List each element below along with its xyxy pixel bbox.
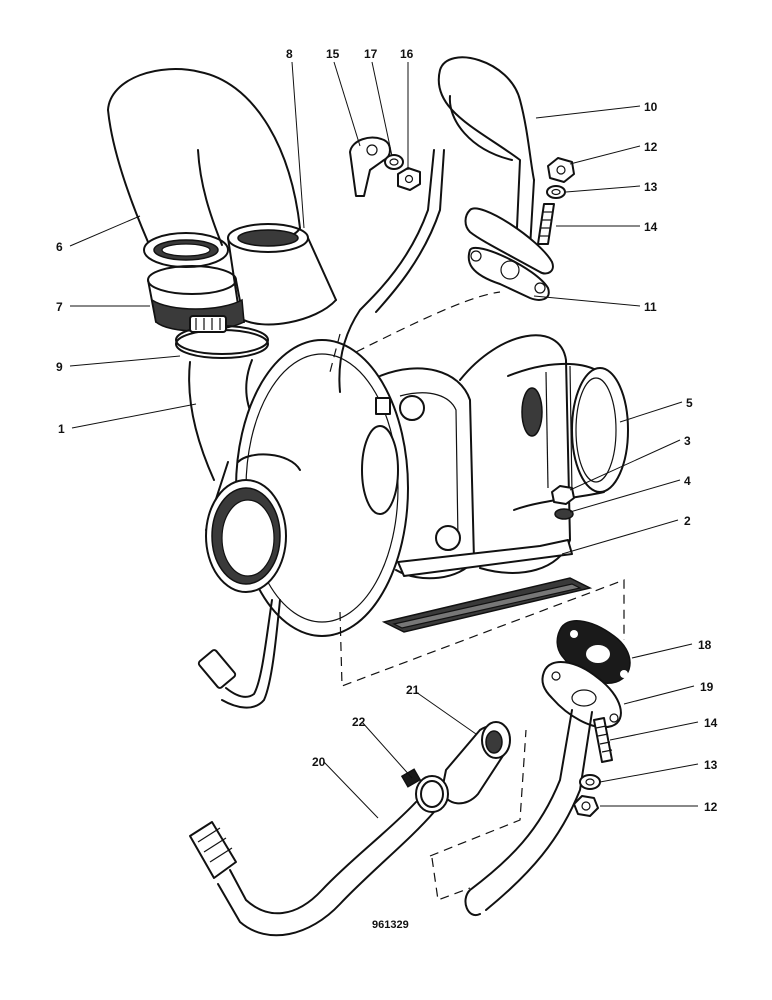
callout-15: 15 [326,47,340,61]
callout-18: 18 [698,638,712,652]
drain-pipe-flange [464,660,622,917]
flange-gasket [464,207,554,301]
hose-clamp [175,315,269,359]
callout-16: 16 [400,47,414,61]
callout-12-upper: 12 [644,140,658,154]
callout-1: 1 [58,422,65,436]
drawing-reference-number: 961329 [372,919,409,931]
turbocharger-assembly [188,334,629,637]
callout-20: 20 [312,755,326,769]
callout-19: 19 [700,680,714,694]
callout-17: 17 [364,47,378,61]
drain-hose [441,721,511,805]
callout-labels: 1 2 3 4 5 6 7 8 9 10 11 12 12 13 13 14 1… [56,47,718,814]
oil-drain-pipe [189,801,435,937]
drain-pipe-stub [197,599,281,709]
callout-14-lower: 14 [704,716,718,730]
callout-11: 11 [644,300,657,314]
callout-8: 8 [286,47,293,61]
callout-10: 10 [644,100,658,114]
callout-6: 6 [56,240,63,254]
mounting-gasket [381,577,593,633]
callout-3: 3 [684,434,691,448]
oil-feed-pipe [338,56,535,393]
nut-and-lock-washer [551,485,575,520]
hose-clip [400,768,449,813]
callout-4: 4 [684,474,691,488]
callout-2: 2 [684,514,691,528]
callout-13-upper: 13 [644,180,658,194]
bracket-nut-washer [349,136,421,197]
callout-13-lower: 13 [704,758,718,772]
connector-sleeve [227,223,337,326]
callout-7: 7 [56,300,63,314]
callout-12-lower: 12 [704,800,718,814]
callout-22: 22 [352,715,366,729]
leader-lines [69,61,699,819]
callout-14-upper: 14 [644,220,658,234]
assembly-dashed-lines [329,291,625,901]
callout-9: 9 [56,360,63,374]
lower-fasteners [573,717,613,817]
callout-21: 21 [406,683,420,697]
upper-fasteners [537,157,575,245]
callout-5: 5 [686,396,693,410]
